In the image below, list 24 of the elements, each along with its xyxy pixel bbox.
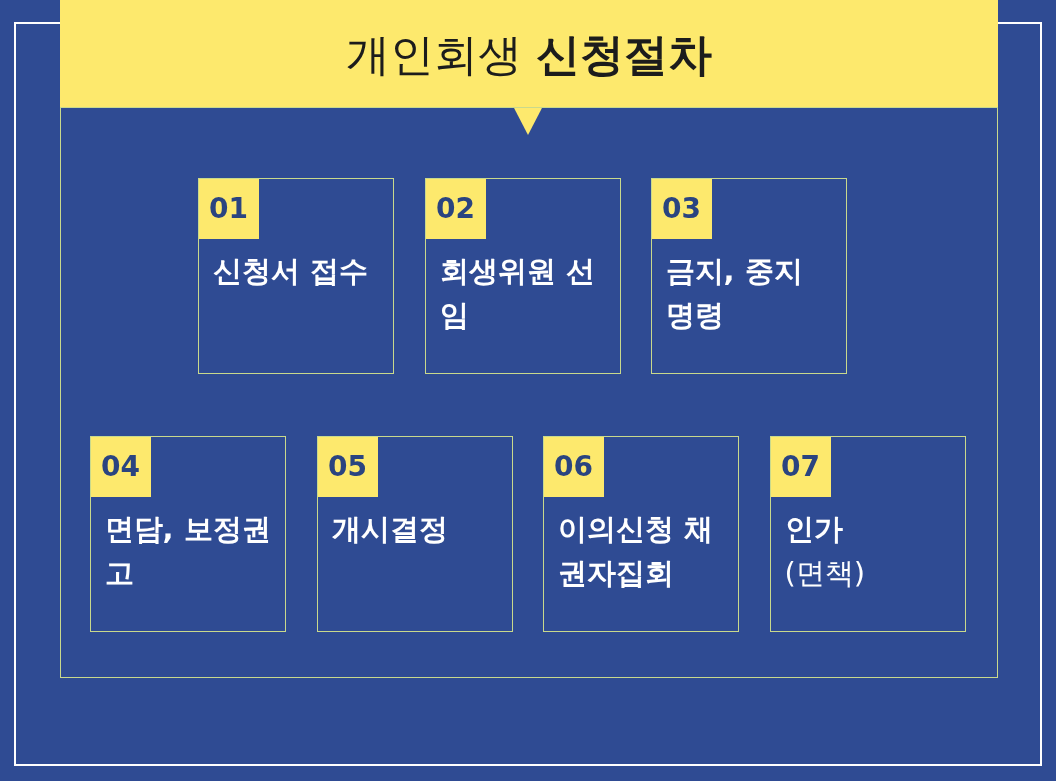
step-box — [424, 177, 621, 374]
step-box — [89, 435, 286, 632]
step-label: 금지, 중지 명령 — [665, 252, 804, 334]
step-label: 이의신청 채권자집회 — [557, 510, 714, 592]
step-label: 면담, 보정권고 — [104, 510, 272, 592]
panel-frame — [60, 107, 998, 678]
step-box — [769, 435, 966, 632]
step-label: 신청서 접수 — [212, 252, 369, 290]
step-number-badge: 07 — [770, 436, 831, 497]
step-box — [650, 177, 847, 374]
step-box — [542, 435, 739, 632]
step-box — [316, 435, 513, 632]
step-number-badge: 03 — [651, 178, 712, 239]
step-label: 개시결정 — [331, 510, 449, 548]
step-label: 회생위원 선임 — [439, 252, 596, 334]
step-note: (면책) — [784, 554, 867, 592]
step-number-badge: 04 — [90, 436, 151, 497]
step-number-badge: 01 — [198, 178, 259, 239]
step-number-badge: 06 — [543, 436, 604, 497]
step-number-badge: 05 — [317, 436, 378, 497]
step-number-badge: 02 — [425, 178, 486, 239]
step-label: 인가 — [784, 510, 844, 548]
step-box — [197, 177, 394, 374]
title: 개인회생 신청절차 — [345, 28, 713, 82]
